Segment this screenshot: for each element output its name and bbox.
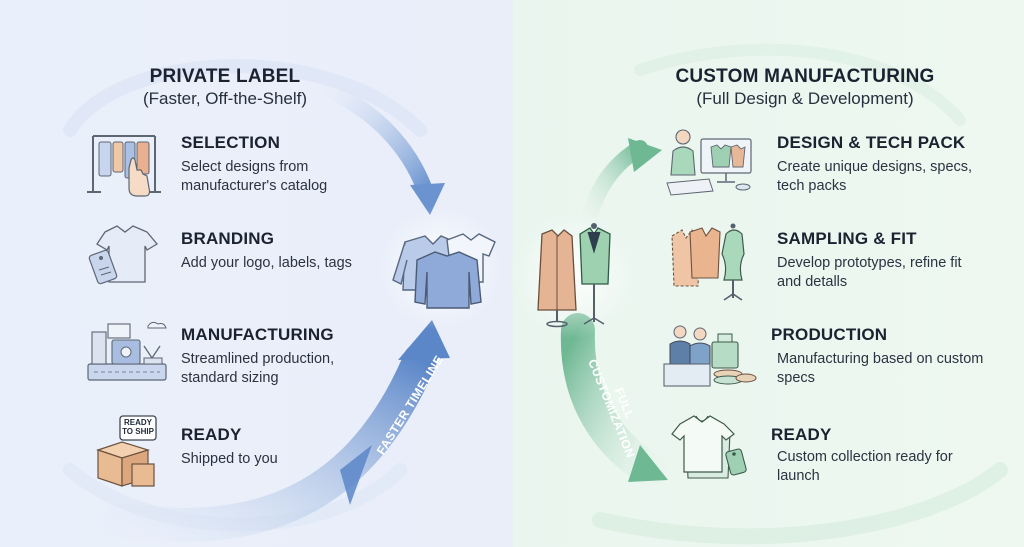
left-step-4-desc: Shipped to you (181, 451, 278, 467)
ready-to-ship-badge: READY TO SHIP (122, 418, 154, 436)
folded-shirts-tag-icon (671, 415, 747, 479)
shipping-boxes-icon (96, 415, 157, 487)
right-step-2-title: SAMPLING & FIT (777, 229, 917, 248)
right-step-1-desc: Create unique designs, specs, tech packs (777, 159, 973, 194)
private-label-garments-icon (392, 233, 496, 309)
tshirt-tag-icon (88, 225, 158, 285)
right-step-2-desc: Develop prototypes, refine fit and detal… (777, 255, 962, 290)
left-step-1-title: SELECTION (181, 133, 281, 152)
designer-workstation-icon (666, 129, 752, 196)
left-step-4-title: READY (181, 425, 242, 444)
left-step-2-title: BRANDING (181, 229, 275, 248)
right-step-4-title: READY (771, 425, 832, 444)
right-step-3-title: PRODUCTION (771, 325, 888, 344)
right-title: CUSTOM MANUFACTURING (675, 66, 935, 87)
right-step-3-desc: Manufacturing based on custom specs (777, 351, 984, 386)
factory-machine-icon (87, 321, 167, 381)
production-workers-icon (663, 325, 757, 387)
left-step-2-desc: Add your logo, labels, tags (181, 255, 352, 271)
left-step-1-desc: Select designs from manufacturer's catal… (181, 159, 328, 194)
pattern-dress-form-icon (671, 223, 745, 301)
left-step-3-desc: Streamlined production, standard sizing (181, 351, 335, 386)
left-title: PRIVATE LABEL (149, 66, 301, 87)
right-step-4-desc: Custom collection ready for launch (777, 449, 953, 484)
right-step-1-title: DESIGN & TECH PACK (777, 133, 966, 152)
left-step-3-title: MANUFACTURING (181, 325, 334, 344)
left-subtitle: (Faster, Off-the-Shelf) (142, 89, 308, 108)
custom-coat-mannequin-icon (537, 223, 611, 328)
right-subtitle: (Full Design & Development) (696, 89, 914, 108)
clothing-rack-icon (87, 135, 161, 197)
